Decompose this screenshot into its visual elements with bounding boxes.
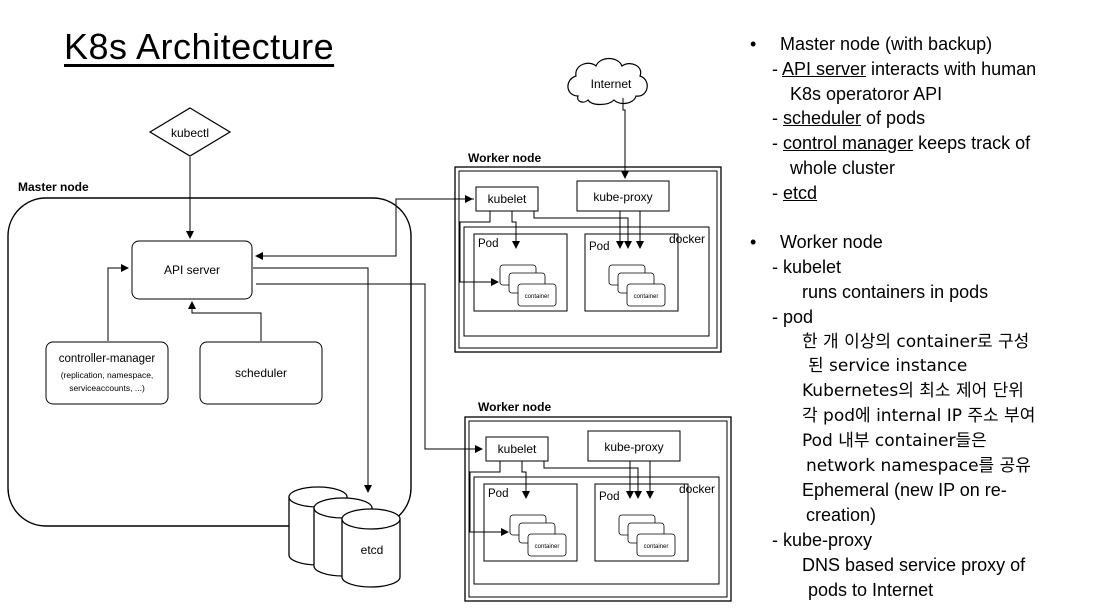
kubectl-node: kubectl	[148, 107, 232, 157]
scheduler-box: scheduler	[199, 341, 323, 405]
etcd-cylinders	[288, 486, 401, 588]
master-item-api: - API server interacts with human	[772, 58, 1037, 79]
master-heading-text: Master node (with backup)	[780, 34, 993, 54]
worker-2-pod-a-label: Pod	[488, 488, 508, 500]
api-server-term: API server	[782, 58, 867, 79]
master-item-api-cont: K8s operatoror API	[790, 83, 943, 104]
worker-node-2-outer	[464, 416, 732, 602]
proxy-line-1: DNS based service proxy of	[802, 554, 1026, 575]
master-node-box	[7, 197, 412, 527]
pod-line-8: creation)	[806, 505, 877, 526]
control-manager-term: control manager	[783, 133, 914, 154]
worker-item-proxy: - kube-proxy	[772, 529, 873, 550]
cluster-connections	[255, 195, 483, 453]
worker-node-2-inner	[468, 420, 728, 598]
etcd-label: etcd	[361, 543, 384, 557]
worker-1-kubelet-box: kubelet	[475, 186, 539, 212]
worker-item-kubelet: - kubelet	[772, 257, 842, 278]
worker-2-pod-b-containers	[618, 514, 676, 557]
worker-2-pod-a-containers	[509, 514, 567, 557]
worker-2-kubelet-label: kubelet	[498, 442, 537, 456]
worker-1-pod-a-label: Pod	[478, 238, 498, 250]
worker-1-kube-proxy-label: kube-proxy	[593, 190, 652, 204]
internet-label: Internet	[591, 77, 632, 91]
worker-1-pod-a	[473, 233, 568, 312]
worker-node-1-label: Worker node	[468, 151, 541, 165]
controller-manager-sub2: serviceaccounts, ...)	[69, 383, 145, 393]
worker-1-pod-b-container-label: container	[634, 294, 659, 300]
scheduler-desc: of pods	[861, 108, 926, 129]
worker-2-kubelet-box: kubelet	[485, 436, 549, 462]
page-title: K8s Architecture	[64, 26, 335, 67]
pod-line-3: Kubernetes의 최소 제어 단위	[802, 381, 1024, 402]
notes-panel: •Master node (with backup) - API server …	[750, 32, 1095, 602]
pod-line-2: 된 service instance	[808, 356, 968, 377]
etcd-term: etcd	[783, 182, 818, 203]
worker-2-kube-proxy-label: kube-proxy	[604, 440, 663, 454]
pod-line-4: 각 pod에 internal IP 주소 부여	[802, 405, 1036, 426]
worker-2-pod-b-label: Pod	[599, 491, 619, 503]
worker-heading: •Worker node	[750, 232, 883, 253]
api-server-desc: interacts with human	[866, 58, 1037, 79]
worker-1-pod-b-containers	[608, 264, 666, 307]
worker-item-pod: - pod	[772, 306, 814, 327]
worker-2-docker-box	[473, 476, 720, 585]
worker-2-arrows	[469, 461, 654, 536]
internet-cloud: Internet	[567, 57, 648, 106]
proxy-line-2: pods to Internet	[808, 579, 934, 600]
master-item-control-cont: whole cluster	[790, 157, 896, 178]
worker-1-pod-b	[584, 233, 679, 312]
master-node-label: Master node	[18, 180, 89, 194]
worker-1-pod-b-label: Pod	[589, 241, 609, 253]
pod-line-5: Pod 내부 container들은	[802, 430, 987, 451]
master-heading: •Master node (with backup)	[750, 34, 993, 54]
controller-manager-sub1: (replication, namespace,	[61, 370, 154, 380]
api-server-box: API server	[131, 240, 253, 300]
worker-1-pod-a-containers	[499, 264, 557, 307]
scheduler-term: scheduler	[783, 108, 862, 129]
worker-node-2-label: Worker node	[478, 400, 551, 414]
worker-1-pod-a-container-label: container	[525, 294, 550, 300]
pod-line-7: Ephemeral (new IP on re-	[802, 480, 1007, 501]
control-manager-desc: keeps track of	[913, 133, 1031, 154]
master-arrows	[107, 157, 372, 493]
master-item-scheduler: - scheduler of pods	[772, 108, 926, 129]
worker-2-pod-b	[594, 483, 689, 562]
worker-heading-text: Worker node	[780, 232, 883, 253]
pod-line-6: network namespace를 공유	[806, 455, 1031, 476]
worker-2-pod-a-container-label: container	[535, 544, 560, 550]
controller-manager-box: controller-manager (replication, namespa…	[45, 341, 169, 405]
spacer	[750, 206, 1095, 231]
worker-node-1-outer	[454, 166, 722, 353]
master-item-etcd: - etcd	[772, 182, 818, 203]
worker-2-pod-a	[483, 483, 578, 562]
worker-1-kube-proxy-box: kube-proxy	[576, 180, 670, 212]
worker-2-kube-proxy-box: kube-proxy	[587, 430, 681, 462]
controller-manager-label: controller-manager	[59, 353, 156, 365]
master-item-control: - control manager keeps track of	[772, 133, 1031, 154]
pod-line-1: 한 개 이상의 container로 구성	[802, 331, 1030, 352]
worker-2-pod-b-container-label: container	[644, 544, 669, 550]
kubectl-label: kubectl	[171, 126, 209, 140]
worker-node-1-inner	[458, 170, 718, 349]
scheduler-label: scheduler	[235, 366, 287, 380]
architecture-diagram: Internet kubectl Master node API server …	[7, 57, 732, 602]
api-server-label: API server	[164, 263, 220, 277]
worker-1-kubelet-label: kubelet	[488, 192, 527, 206]
worker-item-kubelet-desc: runs containers in pods	[802, 281, 989, 302]
worker-1-arrows	[459, 98, 644, 286]
